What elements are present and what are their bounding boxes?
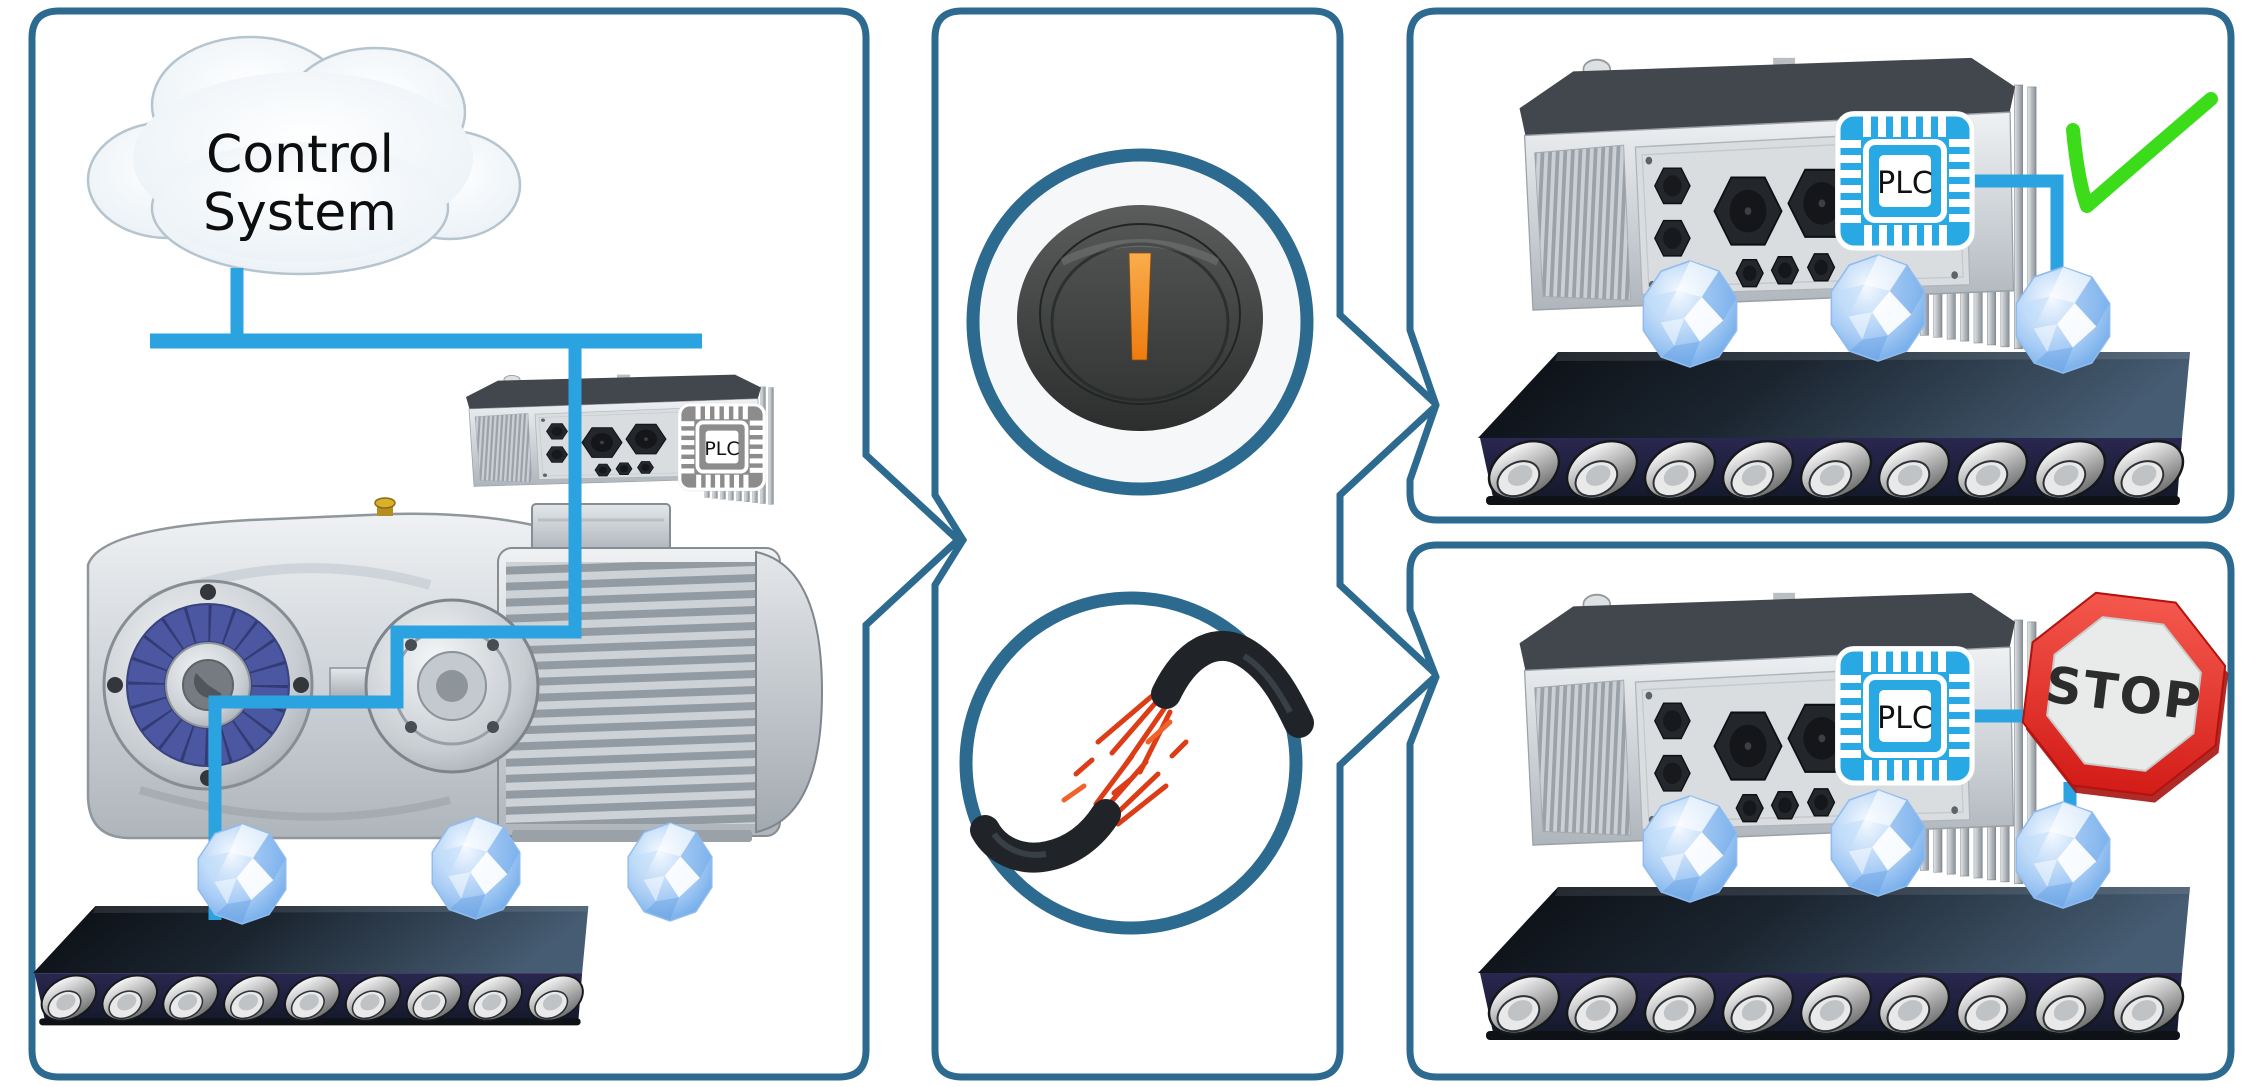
cable-upper <box>1151 630 1314 738</box>
scene-keep-running: PLC <box>1478 58 2218 511</box>
crystal-gem <box>1830 254 1926 362</box>
checkmark-icon <box>2066 92 2218 213</box>
crystal-gem <box>431 816 521 920</box>
control-system-cloud: Control System <box>86 35 522 276</box>
conveyor-belt-left <box>33 906 591 1029</box>
crystal-gem <box>627 822 713 922</box>
crystal-gem <box>1642 795 1738 903</box>
crystal-gem <box>2015 266 2111 374</box>
stop-sign-icon: STOP <box>2021 591 2229 803</box>
broken-cable-icon <box>959 591 1314 935</box>
crystal-gem <box>1830 789 1926 897</box>
network-lines-left <box>150 268 702 920</box>
scene-stop: PLC STOP <box>1478 591 2229 1045</box>
plc-label-left: PLC <box>704 438 739 460</box>
scene-control-system: Control System <box>33 35 824 1029</box>
switch-on-indicator <box>1128 252 1152 361</box>
plc-label-bottom: PLC <box>1877 701 1933 736</box>
conveyor-belt-top-right <box>1478 352 2193 510</box>
plc-label-top: PLC <box>1877 166 1933 201</box>
crystal-gem <box>2015 801 2111 909</box>
cable-lower <box>970 799 1121 873</box>
conveyor-belt-bottom-right <box>1478 887 2193 1045</box>
crystal-gem <box>1642 260 1738 368</box>
power-switch-on-icon <box>966 148 1314 496</box>
crystal-gem <box>197 823 287 925</box>
cloud-label-line1: Control <box>206 125 394 185</box>
cloud-label-line2: System <box>203 183 397 243</box>
drive-to-conveyor-line <box>208 334 582 920</box>
scene-fault-events <box>959 148 1314 935</box>
